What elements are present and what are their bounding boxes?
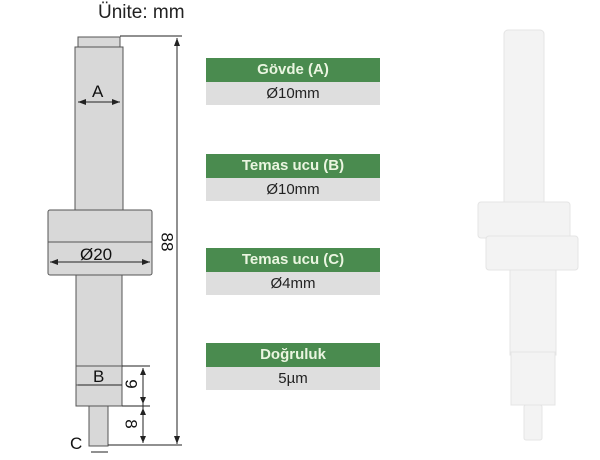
- spec-contact-tip-c: Temas ucu (C) Ø4mm: [206, 248, 380, 295]
- spec-value: Ø10mm: [206, 82, 380, 105]
- label-total-length: 88: [157, 232, 177, 252]
- spec-contact-tip-b: Temas ucu (B) Ø10mm: [206, 154, 380, 201]
- spec-title: Doğruluk: [206, 343, 380, 367]
- spec-title: Temas ucu (C): [206, 248, 380, 272]
- product-photo: [477, 29, 579, 441]
- spec-title: Gövde (A): [206, 58, 380, 82]
- spec-body: Gövde (A) Ø10mm: [206, 58, 380, 105]
- lower-shaft: [75, 274, 123, 368]
- spec-value: Ø10mm: [206, 178, 380, 201]
- contact-tip-c: [88, 405, 109, 447]
- spec-title: Temas ucu (B): [206, 154, 380, 178]
- spec-value: Ø4mm: [206, 272, 380, 295]
- label-c: C: [70, 434, 83, 453]
- label-collar-diameter: Ø20: [80, 245, 113, 264]
- shaft-body: [74, 46, 124, 211]
- label-a: A: [92, 82, 104, 101]
- unit-label: Ünite: mm: [98, 2, 185, 23]
- spec-accuracy: Doğruluk 5µm: [206, 343, 380, 390]
- label-dim-c: 8: [121, 419, 141, 429]
- label-dim-b: 9: [121, 379, 141, 389]
- spec-value: 5µm: [206, 367, 380, 390]
- label-b: B: [93, 367, 105, 386]
